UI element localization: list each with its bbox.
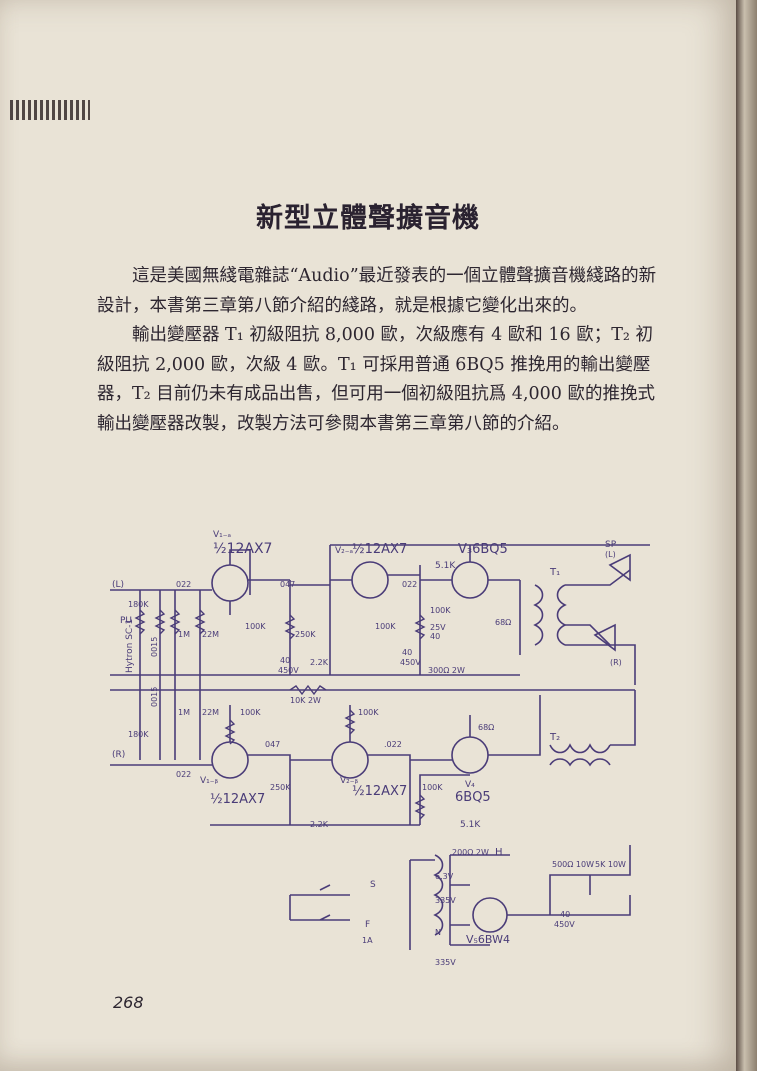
label-c022a: 022: [176, 580, 191, 589]
book-spine-edge: [736, 0, 757, 1071]
label-r1m-b: 1M: [178, 708, 190, 717]
label-v1a-tube: ½12AX7: [213, 541, 272, 557]
label-r250k-b: 250K: [270, 783, 291, 792]
label-t1: T₁: [549, 567, 560, 578]
label-h: H: [495, 847, 503, 858]
label-s: S: [370, 880, 376, 890]
label-r22m-a: 22M: [202, 630, 219, 639]
label-pu: PU: [120, 616, 132, 626]
label-r250k-a: 250K: [295, 630, 316, 639]
label-v2a-id: V₂₋ₐ: [335, 546, 353, 556]
label-c022b: 022: [402, 580, 417, 589]
label-sp-l: (L): [605, 550, 616, 559]
label-c022d: .022: [384, 740, 402, 749]
label-r200-2w: 200Ω 2W: [452, 848, 489, 857]
label-v2b-tube: ½12AX7: [352, 784, 407, 799]
label-sp: SP: [605, 540, 617, 550]
label-sp-r: (R): [610, 658, 622, 667]
label-c40b: 40: [430, 632, 440, 641]
label-c40c: 40: [402, 648, 412, 657]
label-v335b: 335V: [435, 958, 456, 967]
label-c40a-v: 450V: [278, 666, 299, 675]
label-in-l: (L): [112, 580, 124, 590]
label-cartridge: Hytron SC-1: [125, 619, 135, 673]
label-r100k-d: 100K: [240, 708, 261, 717]
label-c40d-v: 450V: [554, 920, 575, 929]
label-r100k-e: 100K: [358, 708, 379, 717]
label-r51k-a: 5.1K: [435, 561, 456, 571]
label-r100k-f: 100K: [422, 783, 443, 792]
label-r10k-2w: 10K 2W: [290, 696, 321, 705]
label-r300-2w: 300Ω 2W: [428, 666, 465, 675]
label-r500-10w: 500Ω 10W: [552, 860, 594, 869]
label-v335a: 335V: [435, 896, 456, 905]
label-v5: V₅6BW4: [466, 933, 510, 946]
amplifier-schematic: V₁₋ₐ ½12AX7 V₂₋ₐ ½12AX7 5.1K V₃6BQ5 T₁ S…: [90, 525, 670, 970]
label-v4-id: V₄: [465, 780, 475, 790]
body-text: 這是美國無綫電雜誌“Audio”最近發表的一個立體聲擴音機綫路的新設計，本書第三…: [97, 262, 657, 439]
label-in-r: (R): [112, 750, 125, 760]
label-v63: 6.3V: [435, 872, 454, 881]
label-r22m-b: 22M: [202, 708, 219, 717]
label-c0015-a: 0015: [150, 637, 159, 657]
label-r22k-a: 2.2K: [310, 658, 329, 667]
label-c25v: 25V: [430, 623, 446, 632]
label-v4-tube: 6BQ5: [455, 790, 491, 805]
label-v1b-id: V₁₋ᵦ: [200, 776, 219, 786]
torn-mark: [10, 100, 90, 120]
label-c40c-v: 450V: [400, 658, 421, 667]
label-r22k-b: 2.2K: [310, 820, 329, 829]
label-c0015-b: 0015: [150, 687, 159, 707]
label-c022c: 022: [176, 770, 191, 779]
label-t2: T₂: [549, 732, 560, 743]
label-v3: V₃6BQ5: [458, 542, 508, 557]
label-f: F: [365, 920, 370, 930]
label-r180k-a: 180K: [128, 600, 149, 609]
label-c047a: 047: [280, 580, 295, 589]
label-r100k-a: 100K: [245, 622, 266, 631]
page-title: 新型立體聲擴音機: [256, 203, 480, 234]
label-r68-b: 68Ω: [478, 723, 494, 732]
label-r100k-b: 100K: [375, 622, 396, 631]
label-r180k-b: 180K: [128, 730, 149, 739]
label-r5k-10w: 5K 10W: [595, 860, 626, 869]
book-page: 新型立體聲擴音機 這是美國無綫電雜誌“Audio”最近發表的一個立體聲擴音機綫路…: [0, 0, 736, 1071]
label-r68-a: 68Ω: [495, 618, 511, 627]
label-v2b-id: V₂₋ᵦ: [340, 776, 359, 786]
label-v1a-id: V₁₋ₐ: [213, 530, 231, 540]
label-c40a: 40: [280, 656, 290, 665]
label-v1b-tube: ½12AX7: [210, 792, 265, 807]
label-c40d: 40: [560, 910, 570, 919]
label-r51k-b: 5.1K: [460, 820, 481, 830]
label-r1m-a: 1M: [178, 630, 190, 639]
label-v2a-tube: ½12AX7: [352, 542, 407, 557]
paragraph-2: 輸出變壓器 T₁ 初級阻抗 8,000 歐，次級應有 4 歐和 16 歐；T₂ …: [97, 325, 655, 434]
label-r100k-c: 100K: [430, 606, 451, 615]
schematic-drawing: V₁₋ₐ ½12AX7 V₂₋ₐ ½12AX7 5.1K V₃6BQ5 T₁ S…: [110, 530, 650, 967]
paragraph-1: 這是美國無綫電雜誌“Audio”最近發表的一個立體聲擴音機綫路的新設計，本書第三…: [97, 266, 657, 316]
label-f1a: 1A: [362, 936, 373, 945]
label-n: N: [435, 928, 441, 937]
label-c047b: 047: [265, 740, 280, 749]
page-number: 268: [113, 993, 144, 1012]
